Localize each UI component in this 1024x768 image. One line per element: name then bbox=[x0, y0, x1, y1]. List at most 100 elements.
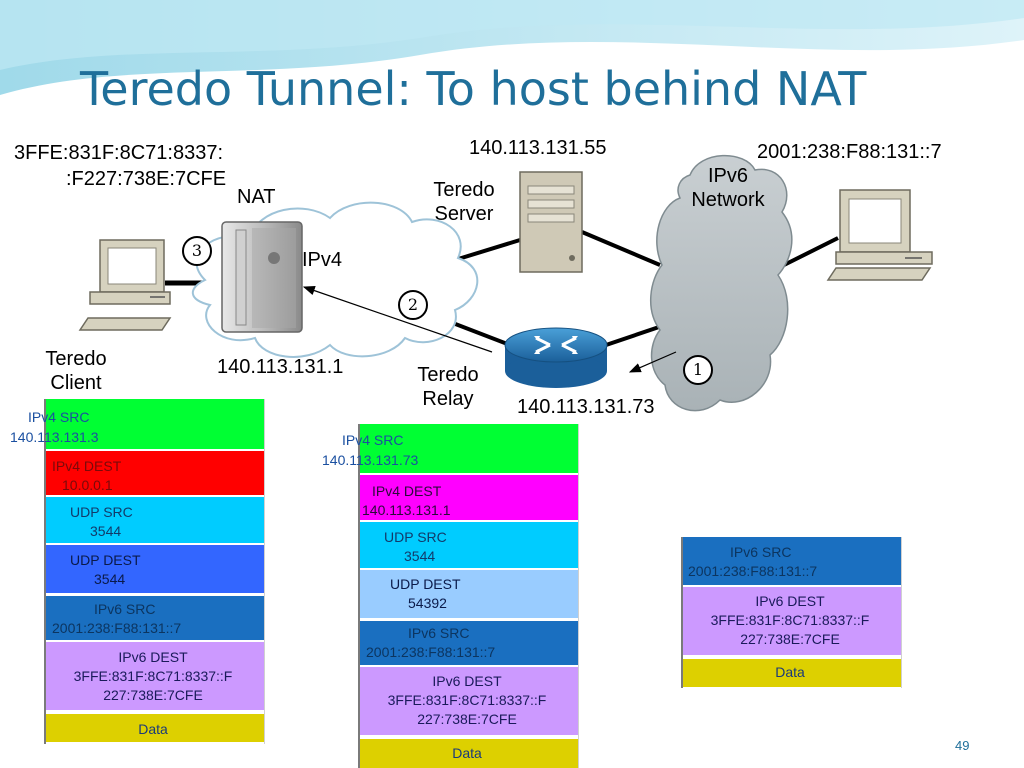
teredo-relay-label-line2: Relay bbox=[422, 388, 474, 410]
packet1-data-text: Data bbox=[138, 721, 168, 737]
packet1-ipv4-src bbox=[46, 399, 264, 449]
teredo-client-computer bbox=[78, 239, 172, 331]
client-ipv6-address-line2: :F227:738E:7CFE bbox=[66, 168, 227, 190]
packet1-ipv6-src bbox=[46, 596, 264, 640]
packet1-udp-src-text: UDP SRC 3544 bbox=[70, 503, 133, 541]
teredo-relay-label: Teredo Relay bbox=[406, 363, 490, 411]
packet3-ipv6-src-title: IPv6 SRC bbox=[730, 544, 792, 560]
packet2-udp-dest-value: 54392 bbox=[408, 595, 447, 611]
packet2-data bbox=[360, 739, 578, 768]
teredo-client-label: Teredo Client bbox=[34, 347, 118, 395]
packet2-data-text: Data bbox=[452, 745, 482, 761]
packet1-ipv4-dest-text: IPv4 DEST 10.0.0.1 bbox=[52, 457, 121, 495]
packet2-ipv4-src-title: IPv4 SRC bbox=[342, 432, 404, 448]
packet1-udp-src-title: UDP SRC bbox=[70, 504, 133, 520]
nat-device bbox=[221, 221, 303, 333]
ipv4-cloud-label: IPv4 bbox=[302, 249, 343, 271]
packet2-ipv4-dest bbox=[360, 475, 578, 520]
header-wave-light bbox=[0, 0, 1024, 70]
packet2-ipv6-dest-value-line1: 3FFE:831F:8C71:8337::F bbox=[387, 692, 547, 708]
packet1-ipv4-src-value: 140.113.131.3 bbox=[10, 429, 99, 445]
ipv6-host-ip-label: 2001:238:F88:131::7 bbox=[757, 141, 942, 163]
packet2-ipv4-dest-title: IPv4 DEST bbox=[372, 483, 442, 499]
packet1-ipv6-dest-text: IPv6 DEST 3FFE:831F:8C71:8337::F 227:738… bbox=[46, 648, 260, 705]
packet3-ipv6-dest-text: IPv6 DEST 3FFE:831F:8C71:8337::F 227:738… bbox=[683, 592, 897, 649]
link-ipv4-server bbox=[454, 238, 521, 262]
ipv6-network-label: IPv6 Network bbox=[676, 164, 780, 212]
step-1-marker: 1 bbox=[683, 355, 713, 385]
packet2-ipv4-dest-value: 140.113.131.1 bbox=[362, 502, 451, 518]
packet3-data-text: Data bbox=[775, 664, 805, 680]
packet2-udp-dest bbox=[360, 570, 578, 618]
ipv6-network-label-line1: IPv6 bbox=[707, 165, 749, 187]
client-ipv6-address-line1: 3FFE:831F:8C71:8337: bbox=[14, 142, 224, 164]
teredo-server-label-line1: Teredo bbox=[433, 179, 495, 201]
packet3-ipv6-dest-title: IPv6 DEST bbox=[755, 593, 825, 609]
ipv6-cloud bbox=[649, 154, 793, 412]
link-server-ipv6 bbox=[581, 230, 661, 267]
packet2-udp-src-value: 3544 bbox=[404, 548, 436, 564]
packet2-udp-src-title: UDP SRC bbox=[384, 529, 447, 545]
packet1-udp-dest-text: UDP DEST 3544 bbox=[70, 551, 141, 589]
arrow-step2 bbox=[302, 285, 493, 353]
packet1-ipv4-src-text: IPv4 SRC 140.113.131.3 bbox=[10, 407, 99, 447]
teredo-client-label-line1: Teredo bbox=[45, 348, 107, 370]
packet2-udp-dest-text: UDP DEST 54392 bbox=[390, 575, 461, 613]
packet-stack-ipv6 bbox=[681, 537, 902, 688]
packet3-ipv6-src-text: IPv6 SRC 2001:238:F88:131::7 bbox=[688, 543, 817, 581]
teredo-server-tower bbox=[519, 171, 583, 273]
packet-stack-relay bbox=[358, 424, 579, 768]
packet2-udp-src bbox=[360, 522, 578, 568]
link-ipv6-host bbox=[777, 236, 839, 270]
relay-ip-label: 140.113.131.73 bbox=[517, 396, 655, 418]
packet1-ipv4-dest bbox=[46, 451, 264, 495]
slide-title: Teredo Tunnel: To host behind NAT bbox=[80, 62, 867, 116]
packet3-ipv6-src bbox=[683, 537, 901, 585]
packet2-ipv6-src bbox=[360, 621, 578, 665]
nat-label: NAT bbox=[237, 186, 276, 208]
teredo-server-label-line2: Server bbox=[434, 203, 494, 225]
packet1-udp-dest-value: 3544 bbox=[94, 571, 126, 587]
packet3-ipv6-src-value: 2001:238:F88:131::7 bbox=[688, 563, 818, 579]
packet2-ipv4-src-text: IPv4 SRC 140.113.131.73 bbox=[322, 430, 418, 470]
packet1-udp-src bbox=[46, 497, 264, 543]
packet2-ipv6-src-title: IPv6 SRC bbox=[408, 625, 470, 641]
teredo-server-label: Teredo Server bbox=[422, 178, 506, 226]
nat-ip-label: 140.113.131.1 bbox=[217, 356, 344, 378]
page-number: 49 bbox=[955, 738, 970, 753]
packet2-udp-dest-title: UDP DEST bbox=[390, 576, 461, 592]
server-ip-label: 140.113.131.55 bbox=[469, 137, 607, 159]
packet1-udp-src-value: 3544 bbox=[90, 523, 122, 539]
packet1-ipv6-dest-value-line2: 227:738E:7CFE bbox=[103, 687, 203, 703]
packet2-ipv4-src bbox=[360, 424, 578, 473]
packet1-ipv6-dest-title: IPv6 DEST bbox=[118, 649, 188, 665]
teredo-relay-router bbox=[504, 327, 608, 388]
arrow-step1 bbox=[628, 351, 677, 373]
link-ipv4-relay bbox=[444, 318, 511, 347]
packet2-ipv6-dest-title: IPv6 DEST bbox=[432, 673, 502, 689]
packet2-ipv6-dest bbox=[360, 667, 578, 735]
packet1-ipv4-dest-value: 10.0.0.1 bbox=[62, 477, 113, 493]
packet2-ipv6-src-text: IPv6 SRC 2001:238:F88:131::7 bbox=[366, 624, 495, 662]
packet1-ipv6-dest bbox=[46, 642, 264, 710]
step-3-marker: 3 bbox=[182, 236, 212, 266]
packet2-ipv6-dest-text: IPv6 DEST 3FFE:831F:8C71:8337::F 227:738… bbox=[360, 672, 574, 729]
teredo-client-label-line2: Client bbox=[50, 372, 102, 394]
packet1-udp-dest-title: UDP DEST bbox=[70, 552, 141, 568]
packet3-ipv6-dest bbox=[683, 587, 901, 655]
packet3-ipv6-dest-value-line2: 227:738E:7CFE bbox=[740, 631, 840, 647]
packet2-ipv4-src-value: 140.113.131.73 bbox=[322, 452, 419, 468]
packet1-ipv6-src-value: 2001:238:F88:131::7 bbox=[52, 620, 182, 636]
packet2-udp-src-text: UDP SRC 3544 bbox=[384, 528, 447, 566]
packet3-data bbox=[683, 659, 901, 687]
packet2-ipv6-dest-value-line2: 227:738E:7CFE bbox=[417, 711, 517, 727]
packet1-ipv6-src-title: IPv6 SRC bbox=[94, 601, 156, 617]
step-2-marker: 2 bbox=[398, 290, 428, 320]
packet-stack-client bbox=[44, 399, 265, 744]
packet1-ipv6-src-text: IPv6 SRC 2001:238:F88:131::7 bbox=[52, 600, 181, 638]
teredo-relay-label-line1: Teredo bbox=[417, 364, 479, 386]
packet2-ipv4-dest-text: IPv4 DEST 140.113.131.1 bbox=[362, 482, 451, 520]
packet1-udp-dest bbox=[46, 545, 264, 593]
packet1-ipv4-src-title: IPv4 SRC bbox=[28, 409, 90, 425]
